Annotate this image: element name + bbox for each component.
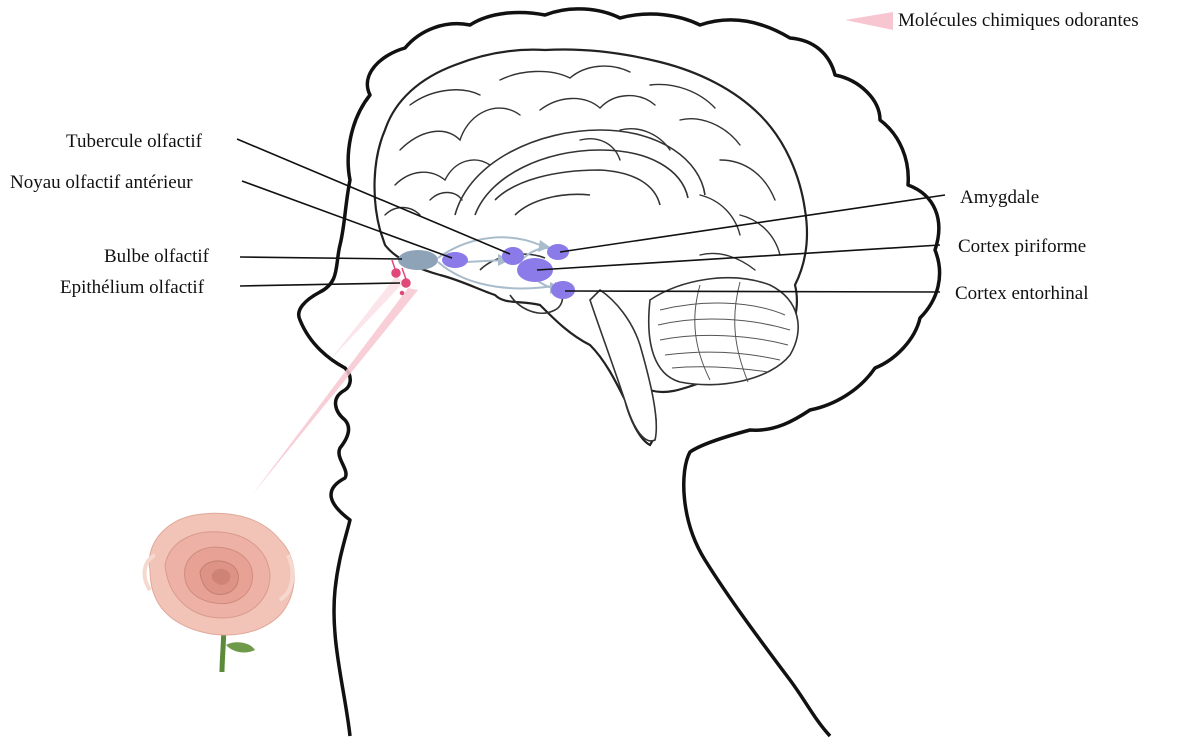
label-amygdala: Amygdale [960,187,1039,209]
leader-entorhinal [565,291,940,292]
legend-label: Molécules chimiques odorantes [898,10,1139,32]
leader-bulbe [240,257,402,259]
label-anterior-olfactory-nucleus: Noyau olfactif antérieur [10,172,193,194]
rose-flower [145,513,295,672]
rose-leaf [226,642,255,652]
odor-stream [252,288,418,495]
legend-swatch [845,12,893,30]
olfactory-bulb-region [398,250,438,270]
anterior-olfactory-nucleus-region [442,252,468,268]
label-olfactory-tubercle: Tubercule olfactif [66,131,202,153]
label-olfactory-epithelium: Epithélium olfactif [60,277,204,299]
amygdala-region [547,244,569,260]
label-olfactory-bulb: Bulbe olfactif [104,246,209,268]
label-piriform-cortex: Cortex piriforme [958,236,1086,258]
entorhinal-cortex-region [551,281,575,299]
leader-epithelium [240,283,400,286]
cerebellum [649,278,798,385]
label-entorhinal-cortex: Cortex entorhinal [955,283,1089,305]
olfactory-tubercle-region [502,247,524,265]
